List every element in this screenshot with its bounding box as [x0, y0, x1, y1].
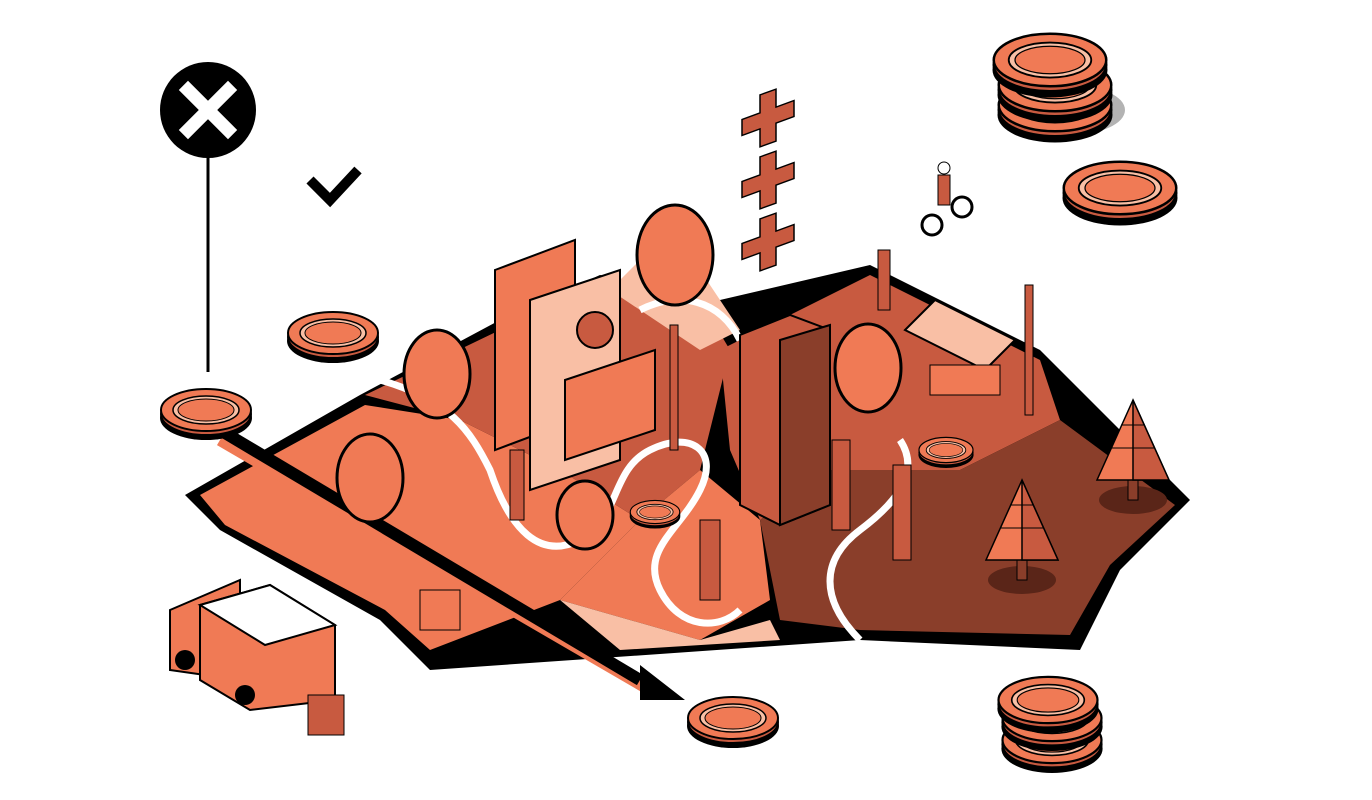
- plus-cross-icon: [741, 205, 795, 279]
- street-lamp-icon: [669, 284, 1034, 451]
- euro-coin-icon: [159, 388, 253, 441]
- arrow-icon: [216, 424, 685, 700]
- checkmark-icon: [306, 166, 362, 208]
- delivery-truck-icon: [169, 578, 345, 736]
- cyclist-figure: [920, 161, 974, 237]
- euro-coin-icon: [686, 696, 780, 749]
- building-icon: [494, 238, 831, 527]
- plus-cross-icon: [741, 81, 795, 155]
- walking-path: [379, 376, 743, 627]
- market-stall-icon: [903, 298, 1017, 396]
- region-brown-southeast: [760, 420, 1175, 635]
- region-peach-south: [560, 600, 780, 650]
- euro-coin-icon: [629, 499, 681, 530]
- people-figures: [419, 249, 912, 631]
- plus-cross-icon: [741, 143, 795, 217]
- euro-coin-icon: [335, 203, 903, 551]
- coin-stack: [991, 32, 1179, 775]
- euro-coin-icon: [917, 436, 975, 469]
- close-pin-icon: [160, 62, 256, 372]
- tree-icon: [1096, 399, 1170, 515]
- euro-coin-icon: [286, 311, 380, 364]
